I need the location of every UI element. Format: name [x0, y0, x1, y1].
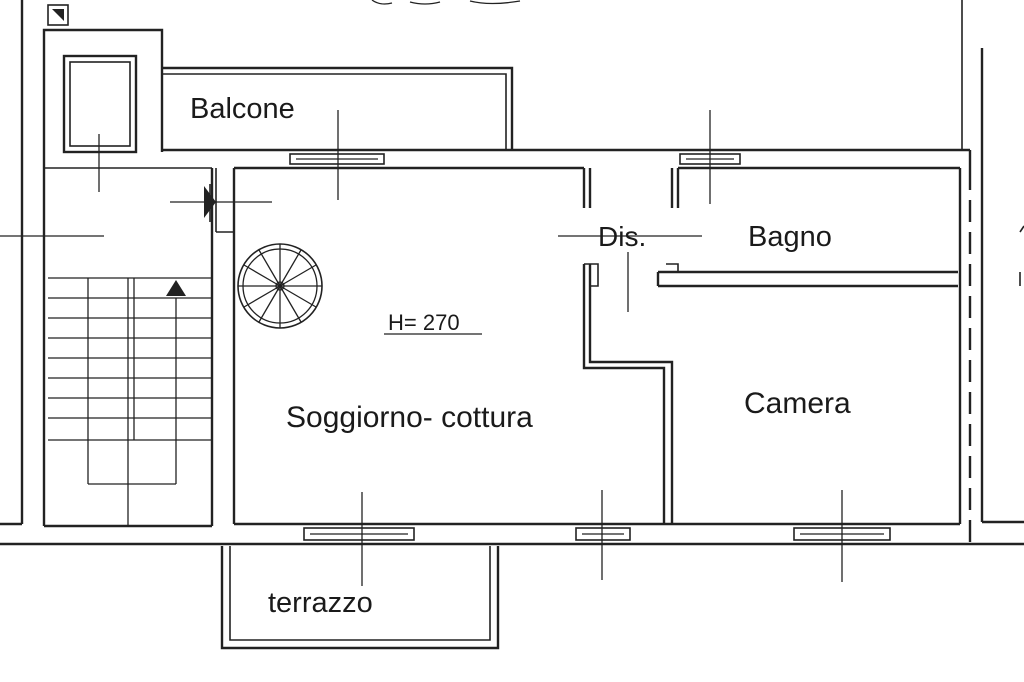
label-terrazzo: terrazzo [268, 587, 373, 619]
left-building-walls [0, 0, 104, 526]
right-building-walls [961, 0, 1024, 524]
top-edge-fragment [371, 0, 521, 5]
terrace-outline [220, 546, 500, 650]
corner-symbol-icon [47, 4, 69, 26]
label-camera: Camera [744, 387, 851, 420]
label-bagno: Bagno [748, 221, 832, 253]
window-soggiorno [303, 492, 415, 586]
window-small [575, 490, 631, 580]
balcony-outline [162, 66, 970, 200]
entrance-door-icon [170, 184, 272, 222]
spiral-staircase-icon [237, 243, 323, 329]
window-camera [793, 490, 891, 582]
apartment-walls [0, 150, 1024, 550]
label-dis: Dis. [598, 221, 646, 252]
window-balcony [289, 153, 385, 165]
label-ceiling-height: H= 270 [388, 310, 460, 335]
label-balcone: Balcone [190, 93, 295, 125]
label-soggiorno-cottura: Soggiorno- cottura [286, 401, 533, 434]
window-bagno [679, 110, 741, 204]
stair-direction-arrow-icon [166, 280, 186, 296]
stairwell [42, 28, 214, 528]
